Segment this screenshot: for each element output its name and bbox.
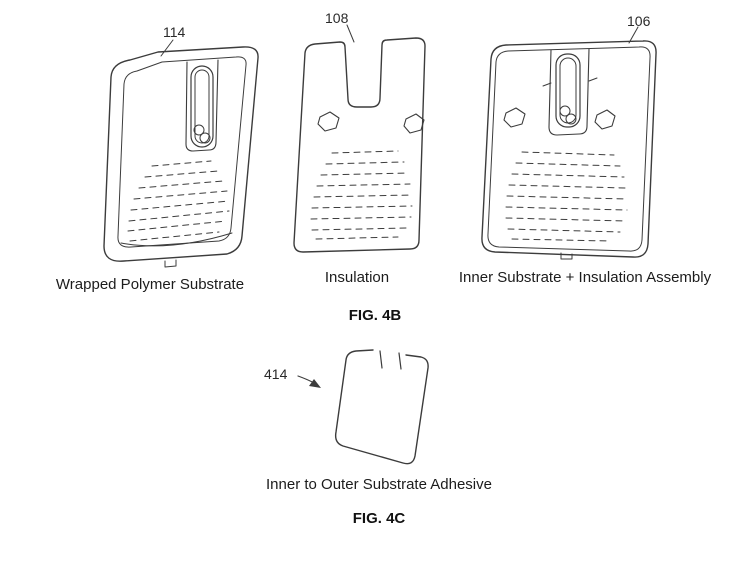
leader-line-106 <box>628 26 639 44</box>
camera-channel <box>185 59 219 152</box>
hatching-lines <box>310 150 413 240</box>
inner-substrate-assembly-drawing <box>481 26 657 260</box>
adhesive-drawing <box>297 349 429 465</box>
lens-opening <box>193 124 205 136</box>
figure-4c-title: FIG. 4C <box>352 510 406 527</box>
leader-line-108 <box>346 24 355 43</box>
ref-number-106: 106 <box>627 13 651 29</box>
hex-opening <box>503 107 526 128</box>
camera-module-outline <box>555 53 581 128</box>
hatching-lines <box>127 160 230 242</box>
leader-line-114 <box>160 39 174 57</box>
caption-wrapped-polymer-substrate: Wrapped Polymer Substrate <box>55 276 245 293</box>
camera-channel <box>548 48 590 136</box>
hex-opening <box>403 113 425 134</box>
hex-opening <box>317 111 340 132</box>
wrapped-polymer-substrate-drawing <box>103 39 259 268</box>
arrowhead <box>309 379 321 388</box>
figure-4b-title: FIG. 4B <box>348 307 402 324</box>
caption-insulation: Insulation <box>324 269 390 286</box>
lens-opening <box>565 113 577 125</box>
hatching-lines <box>505 151 628 242</box>
camera-module-outline <box>190 65 214 148</box>
caption-inner-to-outer-substrate-adhesive: Inner to Outer Substrate Adhesive <box>266 476 492 493</box>
insulation-drawing <box>293 24 426 253</box>
caption-inner-substrate-insulation-assembly: Inner Substrate + Insulation Assembly <box>458 269 712 286</box>
ref-number-414: 414 <box>264 366 288 382</box>
lens-opening <box>199 132 211 144</box>
ref-number-108: 108 <box>325 10 349 26</box>
ref-number-114: 114 <box>163 24 186 40</box>
hex-opening <box>594 109 616 130</box>
lens-opening <box>559 105 571 117</box>
